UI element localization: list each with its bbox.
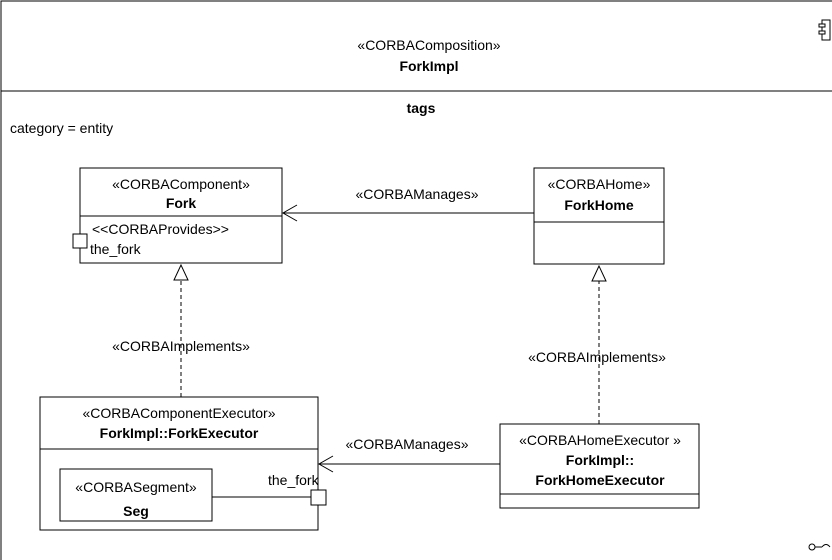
composition-name: ForkImpl (399, 58, 459, 74)
executor-port-name: the_fork (268, 472, 319, 488)
forkhome-stereotype: «CORBAHome» (547, 176, 651, 192)
tag-category: category = entity (10, 120, 114, 136)
manages-top-arrow[interactable] (281, 204, 534, 222)
implements-left-label: «CORBAImplements» (112, 338, 250, 354)
segment-name: Seg (123, 503, 149, 519)
link-icon (808, 543, 831, 551)
manages-top-label: «CORBAManages» (355, 186, 479, 202)
tags-header: tags (406, 100, 436, 116)
forkhomeexecutor-stereotype: «CORBAHomeExecutor » (519, 432, 681, 448)
forkexecutor-stereotype: «CORBAComponentExecutor» (82, 405, 276, 421)
fork-port-name: the_fork (90, 241, 141, 257)
executor-port-square[interactable] (310, 489, 327, 506)
fork-port-square[interactable] (72, 233, 88, 249)
composition-stereotype: «CORBAComposition» (357, 37, 501, 53)
fork-stereotype: «CORBAComponent» (112, 176, 250, 192)
forkexecutor-name: ForkImpl::ForkExecutor (99, 425, 259, 441)
fork-name: Fork (165, 195, 197, 211)
component-icon (818, 19, 831, 41)
manages-bottom-arrow[interactable] (317, 455, 500, 473)
forkhome-class-box[interactable] (533, 167, 665, 265)
forkhomeexecutor-name-line2: ForkHomeExecutor (535, 472, 665, 488)
segment-stereotype: «CORBASegment» (75, 479, 197, 495)
forkhome-name: ForkHome (564, 197, 634, 213)
implements-right-label: «CORBAImplements» (528, 349, 666, 365)
implements-right-arrow[interactable] (591, 264, 607, 424)
segment-box[interactable] (59, 468, 213, 522)
forkhomeexecutor-name-line1: ForkImpl:: (565, 452, 635, 468)
manages-bottom-label: «CORBAManages» (345, 436, 469, 452)
fork-port-stereotype: <<CORBAProvides>> (92, 221, 229, 237)
implements-left-arrow[interactable] (173, 263, 189, 397)
